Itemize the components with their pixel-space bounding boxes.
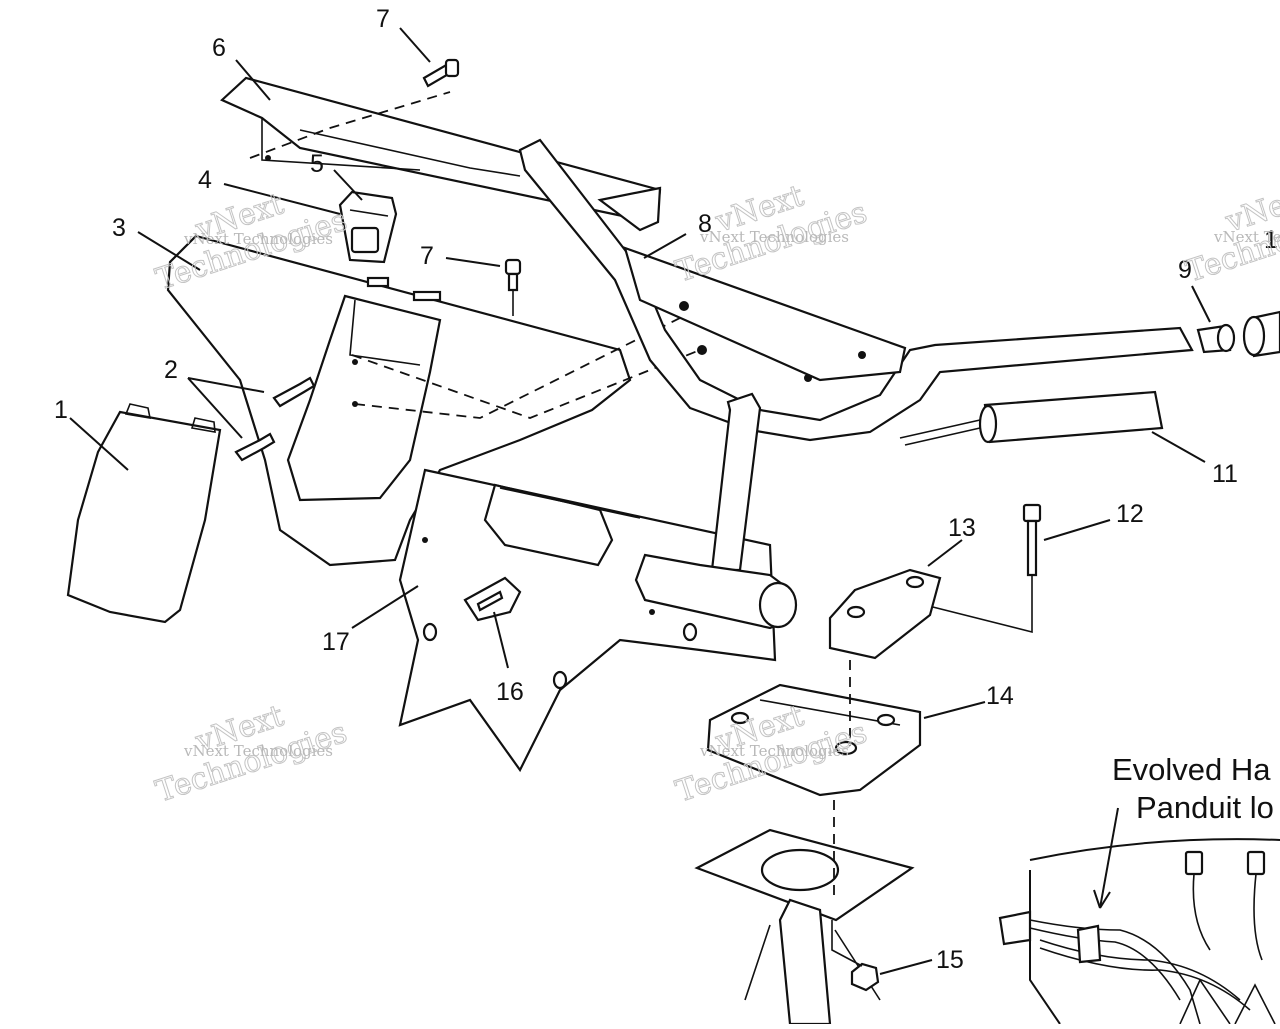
callout-9: 9 (1178, 256, 1192, 284)
part-handlebar (518, 138, 1194, 442)
callout-11: 11 (1212, 460, 1238, 488)
part-small-fasteners (422, 622, 698, 690)
callout-3: 3 (112, 214, 126, 242)
part-screw-top (422, 58, 460, 88)
svg-text:vNext Technologies: vNext Technologies (1213, 228, 1280, 246)
part-riser-post (634, 392, 798, 630)
callout-17: 17 (322, 628, 350, 656)
inset-title-line2: Panduit lo (1136, 790, 1274, 825)
part-upper-clamp (828, 568, 942, 660)
svg-text:vNext Technologies: vNext Technologies (183, 230, 333, 248)
svg-text:vNext Technologies: vNext Technologies (699, 228, 849, 246)
part-lower-pod (398, 468, 777, 773)
callout-1: 1 (54, 396, 68, 424)
part-grip (899, 390, 1164, 446)
watermark-top-center: vNext Technologies vNext Technologies (671, 178, 872, 290)
callout-16: 16 (496, 678, 524, 706)
callout-2: 2 (164, 356, 178, 384)
callout-13: 13 (948, 514, 976, 542)
part-bar-end (1196, 310, 1280, 358)
callout-8: 8 (698, 210, 712, 238)
callout-15: 15 (936, 946, 964, 974)
part-lens-cover (66, 403, 222, 624)
svg-text:vNext Technologies: vNext Technologies (183, 742, 333, 760)
inset-title-line1: Evolved Ha (1112, 752, 1271, 787)
watermark-bottom-left: vNext Technologies vNext Technologies (151, 698, 352, 810)
callout-7-top: 7 (376, 5, 390, 33)
callout-4: 4 (198, 166, 212, 194)
part-bolt (904, 503, 1042, 634)
callout-5: 5 (310, 150, 324, 178)
leader-lines (69, 27, 1211, 975)
part-screw-middle (504, 258, 522, 316)
watermark-top-right: vNext Technologies vNext Technologies (1181, 178, 1280, 290)
callout-1-partial: 1 (1264, 226, 1278, 254)
callout-labels: 1 2 3 4 5 6 7 7 8 9 11 12 13 14 15 16 17… (54, 5, 1278, 974)
part-bracket (463, 576, 522, 622)
callout-6: 6 (212, 34, 226, 62)
part-screws-pair (234, 376, 316, 462)
inset-detail: Evolved Ha Panduit lo (998, 752, 1280, 1025)
part-mount-plate (694, 828, 915, 1026)
part-lower-clamp (706, 683, 922, 797)
callout-12: 12 (1116, 500, 1144, 528)
part-nut (831, 920, 880, 992)
part-crossbar-plate (623, 246, 907, 382)
callout-14: 14 (986, 682, 1014, 710)
callout-7-middle: 7 (420, 242, 434, 270)
part-switch (338, 190, 398, 264)
svg-text:vNext Technologies: vNext Technologies (699, 742, 849, 760)
part-fairing-housing (166, 234, 701, 567)
